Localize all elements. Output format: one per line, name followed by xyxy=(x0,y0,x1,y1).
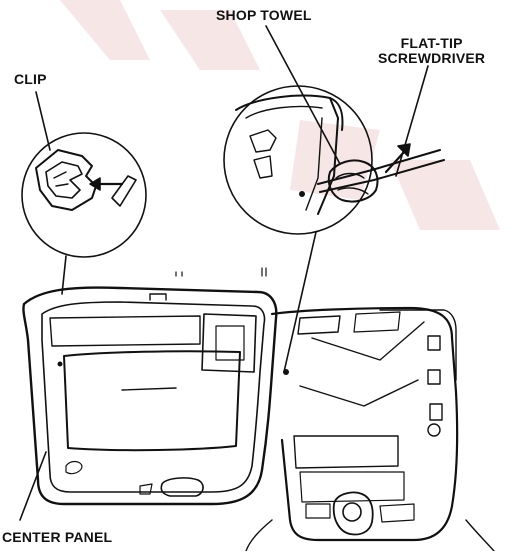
flat-tip-screwdriver-label-line1: FLAT-TIP xyxy=(400,35,463,51)
shop-towel-leader xyxy=(265,25,341,165)
center-panel-outline xyxy=(22,286,278,506)
flat-tip-screwdriver xyxy=(317,149,445,193)
shop-towel xyxy=(327,159,379,203)
center-panel-opening xyxy=(63,350,241,452)
clip-detail-circle xyxy=(21,132,147,258)
shop-towel-label: SHOP TOWEL xyxy=(216,7,312,23)
flat-tip-screwdriver-label: FLAT-TIP SCREWDRIVER xyxy=(378,36,485,66)
clip-leader xyxy=(35,91,51,151)
clip-label: CLIP xyxy=(14,71,47,87)
center-panel-leader xyxy=(19,451,47,521)
flat-tip-screwdriver-label-line2: SCREWDRIVER xyxy=(378,50,486,66)
dashboard-frame xyxy=(270,306,459,542)
shifter-boot xyxy=(332,491,374,536)
center-panel-label: CENTER PANEL xyxy=(2,529,113,545)
screwdriver-leader xyxy=(395,65,429,177)
clip-shape xyxy=(35,149,97,211)
